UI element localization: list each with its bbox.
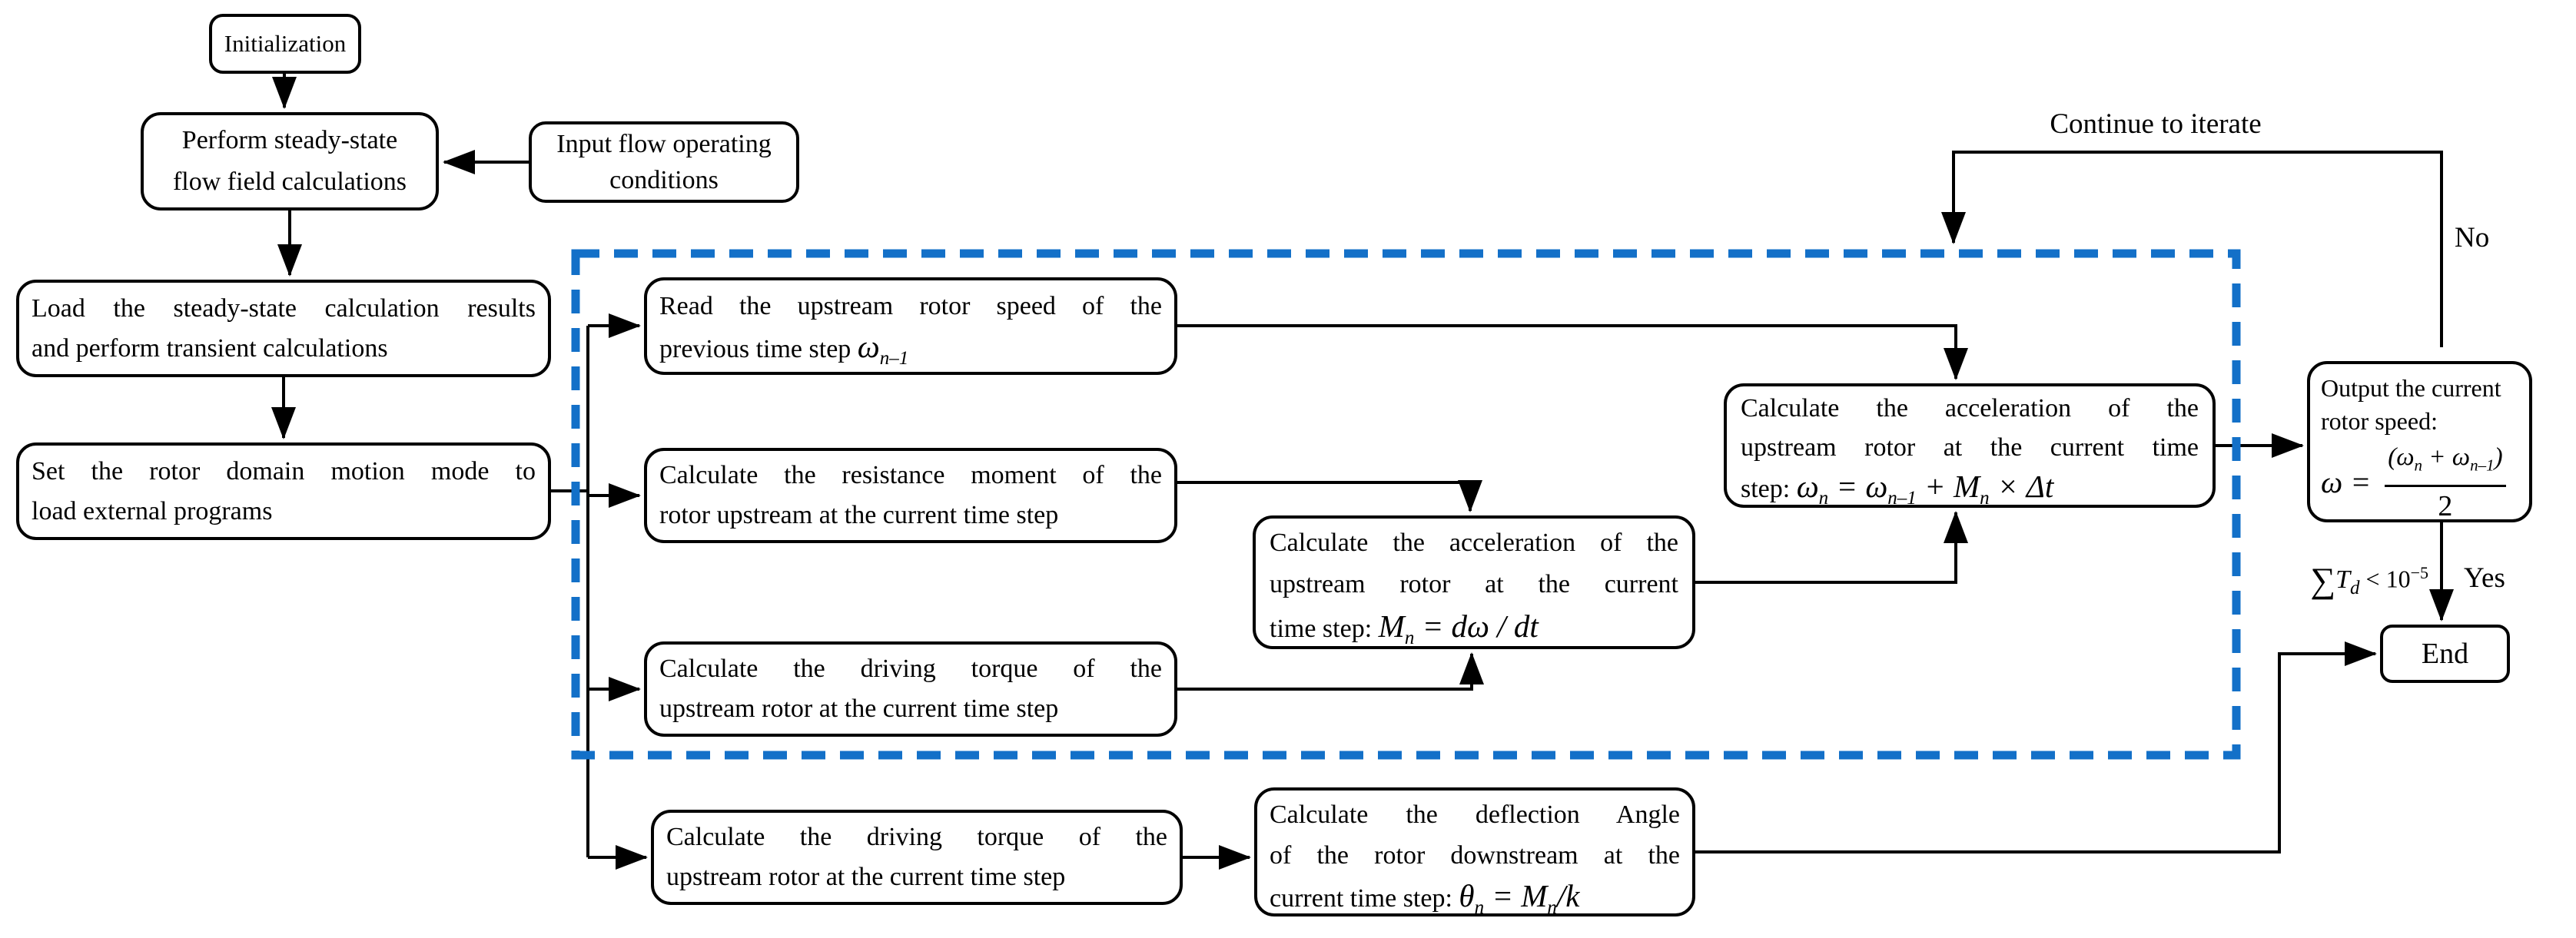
node-input-flow-conditions: Input flow operating conditions [529,121,799,203]
label-continue-to-iterate: Continue to iterate [2050,108,2262,140]
text-line: upstream rotor at the current time [1741,433,2199,462]
node-label: Initialization [224,30,347,57]
text-line: Set the rotor domain motion mode to [32,457,536,486]
text-line: Calculate the acceleration of the [1270,529,1678,557]
label-yes: Yes [2464,562,2505,594]
text-line: Calculate the deflection Angle [1270,800,1680,829]
text-line: rotor upstream at the current time step [659,501,1059,529]
equation-theta-n: θn = Mn/k [1459,878,1580,919]
node-resistance-moment: Calculate the resistance moment of the r… [644,448,1177,543]
node-load-steady-state-results: Load the steady-state calculation result… [16,280,551,377]
text-line: Calculate the acceleration of the [1741,394,2199,423]
node-initialization: Initialization [209,14,361,74]
connector-accel-mn-to-accel-wn [1695,511,1968,584]
label-convergence-condition: ∑Td < 10−5 [2310,560,2428,600]
fraction: (ωn + ωn–1) 2 [2385,441,2506,524]
node-label: End [2421,638,2469,670]
text-line: Perform steady-state [181,126,398,154]
node-end: End [2380,625,2510,683]
node-driving-torque-upstream: Calculate the driving torque of the upst… [644,641,1177,737]
node-acceleration-wn: Calculate the acceleration of the upstre… [1724,383,2216,508]
text-line: upstream rotor at the current [1270,570,1678,598]
text-line: time step: Mn = dω / dt [1270,608,1539,649]
connector-no-feedback-loop [1941,151,2443,347]
connector-deflection-to-end [1695,641,2377,853]
node-read-upstream-rotor-speed: Read the upstream rotor speed of the pre… [644,277,1177,375]
text-line: step: ωn = ωn–1 + Mn × Δt [1741,469,2054,509]
equation-mn: Mn = dω / dt [1378,608,1539,649]
text-line: upstream rotor at the current time step [659,694,1059,723]
equation-omega-n-1: ωn–1 [857,329,909,370]
text-line: Input flow operating [556,130,772,158]
text-line: flow field calculations [172,167,407,196]
node-acceleration-mn: Calculate the acceleration of the upstre… [1253,515,1695,649]
connector-resistance-to-accel-mn [1177,480,1482,512]
connector-read-to-accel-wn [1177,324,1968,380]
node-deflection-angle: Calculate the deflection Angle of the ro… [1254,787,1695,919]
text-line: load external programs [32,497,273,525]
text-line: Load the steady-state calculation result… [32,294,536,323]
node-set-rotor-domain-motion: Set the rotor domain motion mode to load… [16,442,551,540]
iteration-loop-boundary [571,249,2241,760]
text-line: previous time step ωn–1 [659,329,909,370]
text-line: Calculate the resistance moment of the [659,461,1162,489]
connector-drive-upstream-to-accel-mn [1177,652,1484,691]
equation-wn: ωn = ωn–1 + Mn × Δt [1796,469,2054,509]
equation-output-omega: ω = (ωn + ωn–1) 2 [2321,441,2518,524]
text-line: of the rotor downstream at the [1270,841,1680,870]
text-line: current time step: θn = Mn/k [1270,878,1580,919]
text-line: Calculate the driving torque of the [666,823,1167,851]
text-line: and perform transient calculations [32,334,388,363]
text-line: upstream rotor at the current time step [666,863,1066,891]
label-no: No [2455,222,2490,254]
text-line: Output the current [2321,374,2501,402]
text-line: rotor speed: [2321,407,2438,435]
text-line: Calculate the driving torque of the [659,655,1162,683]
node-output-rotor-speed: Output the current rotor speed: ω = (ωn … [2307,361,2532,522]
text-line: conditions [609,166,719,194]
text-line: Read the upstream rotor speed of the [659,292,1162,320]
sigma-symbol: ∑ [2310,560,2336,600]
node-driving-torque-downstream-branch: Calculate the driving torque of the upst… [651,810,1183,905]
node-perform-steady-state: Perform steady-state flow field calculat… [141,112,439,210]
